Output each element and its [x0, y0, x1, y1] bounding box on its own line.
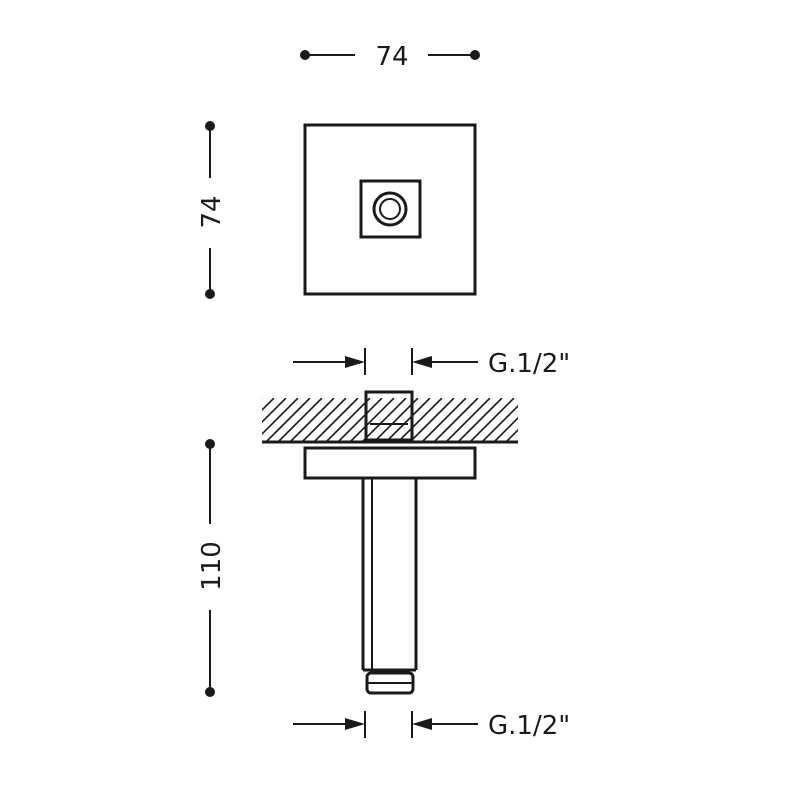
hatch-line: [481, 404, 518, 442]
hatch-line: [397, 398, 443, 442]
nozzle-outer-ring: [372, 191, 408, 227]
hatch-line: [262, 398, 299, 436]
top-width-dimension: 74: [300, 42, 480, 72]
dimension-endpoint-bottom: [205, 289, 215, 299]
inlet-thread-dimension: G.1/2": [293, 348, 570, 379]
connector-nut: [364, 390, 414, 442]
ceiling-flange: [303, 446, 477, 480]
hatch-line: [325, 398, 371, 442]
arm-length-label: 110: [197, 541, 227, 591]
hatch-line: [277, 398, 323, 442]
hatch-line: [262, 398, 287, 424]
hatch-line: [301, 398, 347, 442]
outlet-thread-label: G.1/2": [488, 711, 570, 741]
hatch-line: [469, 398, 515, 442]
plate-top-view: [303, 123, 477, 296]
arrow-left-icon: [412, 718, 432, 730]
square-plate: [303, 123, 477, 296]
arrow-left-icon: [412, 356, 432, 368]
arm-length-dimension: 110: [197, 439, 227, 697]
square-nozzle-housing: [359, 179, 422, 239]
hatch-line: [493, 416, 518, 442]
top-height-dimension: 74: [197, 121, 227, 299]
ceiling-section: [262, 398, 518, 444]
top-height-label: 74: [197, 195, 227, 228]
hatch-line: [265, 398, 311, 442]
hatch-line: [262, 398, 263, 400]
hatch-line: [385, 398, 431, 442]
outlet-thread-dimension: G.1/2": [293, 711, 570, 741]
nozzle-inner-ring: [379, 198, 401, 220]
dimension-endpoint-right: [470, 50, 480, 60]
shower-arm: [361, 478, 418, 672]
dimension-endpoint-bottom: [205, 687, 215, 697]
hatch-line: [361, 398, 407, 442]
hatch-line: [313, 398, 359, 442]
hatch-line: [505, 428, 518, 442]
top-width-label: 74: [375, 42, 408, 72]
hatch-line: [349, 398, 395, 442]
hatch-line: [445, 398, 491, 442]
hatch-line: [433, 398, 479, 442]
hatch-line: [337, 398, 383, 442]
hatch-line: [421, 398, 467, 442]
hatch-line: [457, 398, 503, 442]
arrow-right-icon: [345, 718, 365, 730]
hatch-line: [289, 398, 335, 442]
hatch-line: [262, 398, 275, 412]
outlet-connector: [365, 671, 415, 695]
arrow-right-icon: [345, 356, 365, 368]
inlet-thread-label: G.1/2": [488, 349, 570, 379]
threaded-connector: [364, 390, 414, 442]
ceiling-hatching: [262, 398, 518, 442]
hatch-line: [409, 398, 455, 442]
